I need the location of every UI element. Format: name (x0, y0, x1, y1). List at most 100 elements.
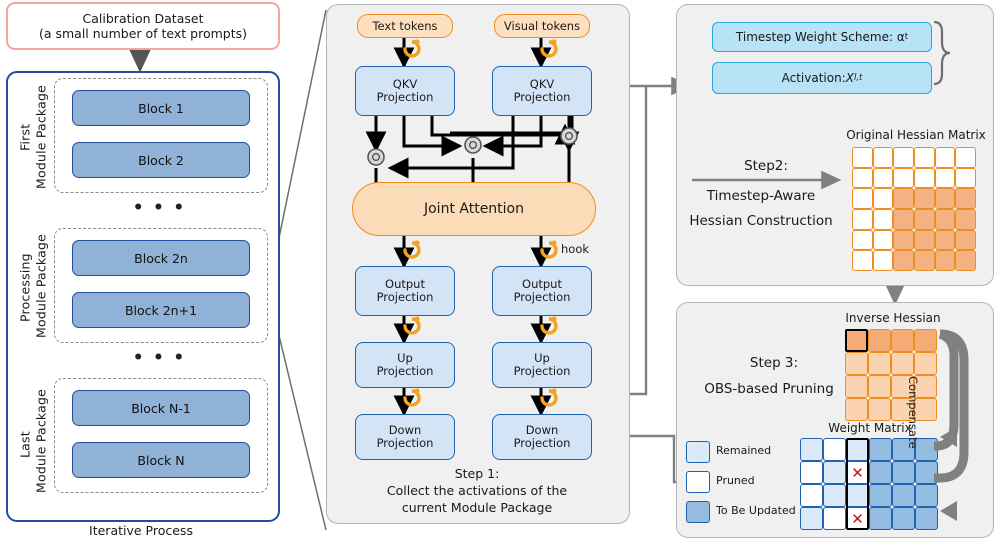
legend-swatch-remained (686, 441, 710, 463)
step1-line2: current Module Package (401, 499, 553, 515)
down-projection-visual[interactable]: Down Projection (492, 414, 592, 460)
downproj-line1: Down (388, 423, 422, 437)
step2-line2: Hessian Construction (689, 212, 833, 229)
activation-symbol: X (845, 71, 854, 85)
original-hessian-matrix (852, 147, 976, 271)
down-projection-text[interactable]: Down Projection (355, 414, 455, 460)
upproj-line2: Projection (513, 364, 571, 378)
block-n[interactable]: Block N (72, 442, 250, 478)
matrix-cell-r3-c1 (800, 484, 823, 507)
package-group-processing (54, 228, 268, 343)
up-projection-visual[interactable]: Up Projection (492, 342, 592, 388)
matrix-cell-r2-c6 (915, 461, 938, 484)
matrix-cell-r2-c5 (934, 167, 956, 189)
matrix-cell-r1-c2 (872, 147, 894, 168)
matrix-cell-r2-c4 (914, 167, 935, 189)
curly-brace (933, 20, 951, 86)
original-hessian-title: Original Hessian Matrix (846, 128, 986, 142)
matrix-cell-r6-c1 (852, 250, 873, 271)
outproj-line1: Output (385, 277, 425, 291)
block-n-minus-1[interactable]: Block N-1 (72, 390, 250, 426)
pruned-x-icon: ✕ (851, 509, 864, 528)
pruned-x-icon: ✕ (851, 463, 864, 482)
matrix-cell-r4-c1 (800, 507, 823, 530)
legend-label-updated: To Be Updated (716, 504, 796, 517)
block-2[interactable]: Block 2 (72, 142, 250, 178)
inverse-hessian-matrix (845, 329, 937, 421)
matrix-cell-r6-c4 (914, 250, 935, 271)
downproj-line2: Projection (376, 436, 434, 450)
qkv-projection-text[interactable]: QKV Projection (355, 66, 455, 116)
matrix-cell-r4-c3 (891, 398, 914, 421)
matrix-cell-r5-c3 (893, 229, 914, 251)
legend-label-pruned: Pruned (716, 474, 755, 487)
visual-tokens-node[interactable]: Visual tokens (494, 14, 590, 38)
block-1[interactable]: Block 1 (72, 90, 250, 126)
matrix-cell-r2-c1 (845, 352, 868, 375)
matrix-cell-r4-c2 (868, 398, 891, 421)
matrix-cell-r4-c1 (845, 398, 868, 421)
step1-line1: Collect the activations of the (386, 482, 568, 498)
matrix-cell-r3-c5 (934, 188, 956, 209)
block-2n[interactable]: Block 2n (72, 240, 250, 276)
calibration-title: Calibration Dataset (82, 11, 204, 26)
matrix-cell-r1-c3 (893, 147, 914, 168)
legend-swatch-pruned (686, 471, 710, 493)
matrix-cell-r3-c4 (914, 188, 935, 209)
matrix-cell-r3-c2 (823, 484, 846, 507)
activation-sub: l,t (853, 73, 863, 83)
matrix-cell-r1-c2 (868, 329, 891, 352)
matrix-cell-r1-c4 (914, 329, 937, 352)
output-projection-text[interactable]: Output Projection (355, 266, 455, 316)
matrix-cell-r4-c4 (869, 507, 892, 530)
step2-line1: Timestep-Aware (706, 187, 816, 204)
weight-matrix-title: Weight Matrix (828, 421, 912, 435)
matrix-cell-r3-c2 (868, 375, 891, 398)
upproj-line1: Up (534, 351, 550, 365)
downproj-line2: Projection (513, 436, 571, 450)
matrix-cell-r3-c2 (872, 188, 894, 209)
up-projection-text[interactable]: Up Projection (355, 342, 455, 388)
compensate-label: Compensate (906, 375, 920, 449)
package-group-last (54, 378, 268, 493)
matrix-cell-r4-c5 (892, 507, 915, 530)
ellipsis-1: • • • (132, 198, 188, 218)
matrix-cell-r1-c4 (914, 147, 935, 168)
matrix-cell-r2-c3 (893, 167, 914, 189)
matrix-cell-r2-c2 (823, 461, 846, 484)
step1-caption: Step 1: Collect the activations of the c… (330, 462, 624, 518)
matrix-cell-r4-c2 (823, 507, 846, 530)
matrix-cell-r1-c5 (892, 438, 915, 461)
calibration-dataset-box: Calibration Dataset (a small number of t… (6, 2, 280, 50)
matrix-cell-r5-c2 (872, 229, 894, 251)
matrix-cell-r5-c1 (852, 229, 873, 251)
text-tokens-node[interactable]: Text tokens (357, 14, 453, 38)
inverse-hessian-title: Inverse Hessian (845, 311, 941, 325)
outproj-line2: Projection (513, 290, 571, 304)
matrix-cell-r5-c5 (934, 229, 956, 251)
weight-matrix: ✕✕ (800, 438, 938, 530)
joint-attention-block[interactable]: Joint Attention (352, 182, 596, 236)
output-projection-visual[interactable]: Output Projection (492, 266, 592, 316)
upproj-line2: Projection (376, 364, 434, 378)
matrix-cell-r2-c5 (892, 461, 915, 484)
weight-matrix-highlight-column (846, 438, 869, 530)
iterative-process-box: First Module Package Block 1 Block 2 • •… (6, 71, 280, 522)
matrix-cell-r6-c6 (955, 250, 976, 271)
qkv-projection-visual[interactable]: QKV Projection (492, 66, 592, 116)
legend: Remained Pruned To Be Updated (686, 438, 798, 530)
upproj-line1: Up (397, 351, 413, 365)
qkv-line1: QKV (529, 77, 555, 91)
ellipsis-2: • • • (132, 348, 188, 368)
legend-label-remained: Remained (716, 444, 772, 457)
matrix-cell-r3-c4 (869, 484, 892, 507)
activation-label: Activation: (781, 71, 846, 85)
matrix-cell-r2-c2 (872, 167, 894, 189)
step3-title: Step 3: (749, 354, 799, 371)
block-2n-plus-1[interactable]: Block 2n+1 (72, 292, 250, 328)
concat-nodes (367, 127, 578, 166)
